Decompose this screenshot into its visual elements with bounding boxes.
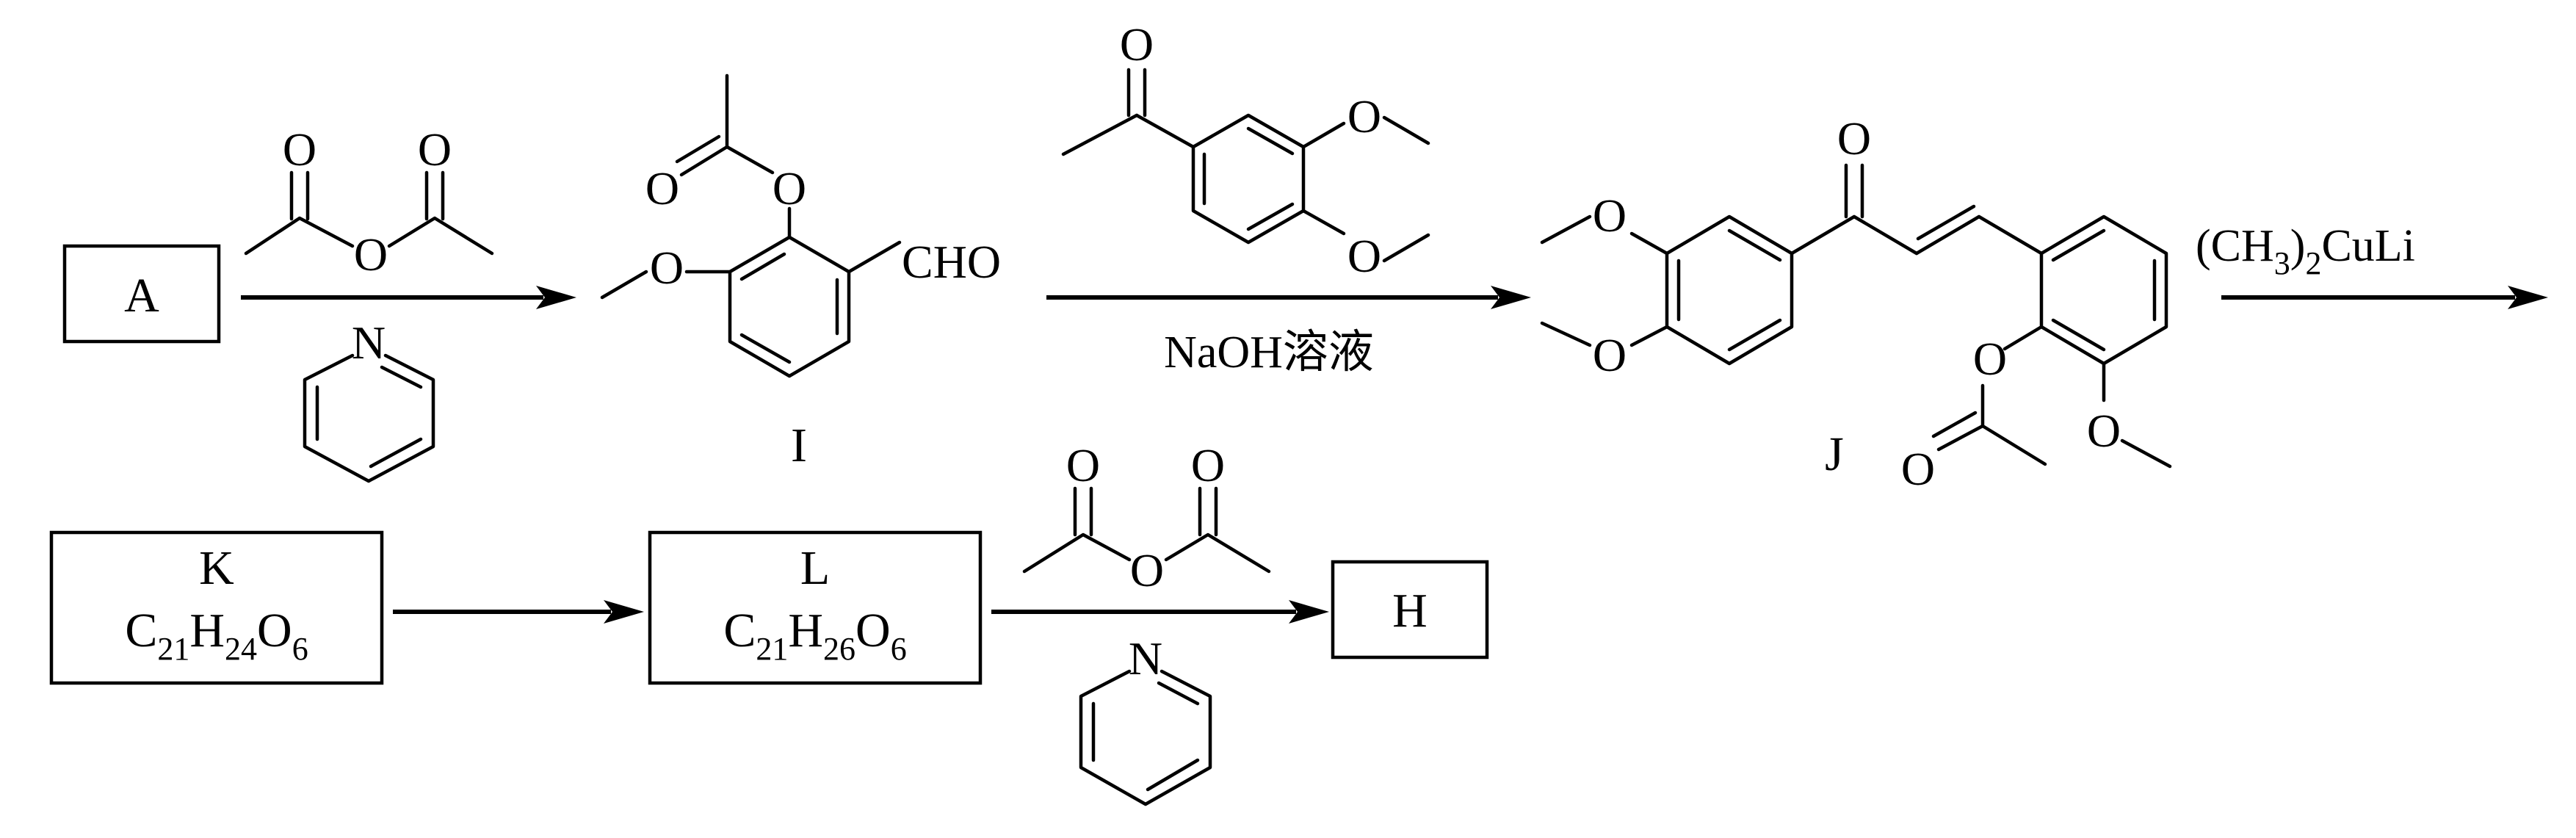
oxygen-atom: O [283,123,316,176]
compound-i-structure: O O O CHO I [600,73,1001,472]
oxygen-atom: O [1066,439,1100,491]
compound-k-box: K C21H24O6 [49,530,384,685]
nitrogen-atom: N [352,317,386,369]
naoh-solution-label: NaOH溶液 [1164,328,1374,378]
compound-l-label: L [800,541,830,595]
oxygen-atom: O [645,162,679,214]
oxygen-atom: O [1901,443,1935,495]
oxygen-atom: O [1593,329,1627,381]
oxygen-atom: O [354,228,388,281]
oxygen-atom: O [1347,230,1381,282]
compound-a-label: A [124,269,159,322]
dimethylcuprate-label: (CH3)2CuLi [2196,221,2415,281]
compound-h-box: H [1331,560,1489,660]
oxygen-atom: O [1593,189,1627,242]
compound-l-box: L C21H26O6 [648,530,983,685]
dimethoxyacetophenone-reagent: O O O [1061,18,1430,282]
compound-k-formula: C21H24O6 [125,604,308,667]
oxygen-atom: O [1837,112,1871,165]
acetic-anhydride-reagent-2: O O O [1022,439,1271,596]
oxygen-atom: O [1130,544,1164,596]
oxygen-atom: O [2087,405,2121,457]
oxygen-atom: O [1191,439,1225,491]
pyridine-reagent-1: N [303,317,435,483]
compound-i-label: I [791,419,807,472]
oxygen-atom: O [1347,90,1381,142]
acetic-anhydride-reagent-1: O O O [244,123,494,281]
arrow-k-to-l [393,600,644,624]
oxygen-atom: O [773,162,806,214]
compound-k-label: K [199,541,234,595]
oxygen-atom: O [1973,333,2007,385]
oxygen-atom: O [1120,18,1154,71]
aldehyde-group: CHO [902,236,1001,288]
arrow-l-to-h [991,600,1329,624]
compound-l-formula: C21H26O6 [723,604,906,667]
oxygen-atom: O [418,123,452,176]
compound-a-box: A [62,244,221,344]
compound-h-label: H [1392,584,1428,637]
compound-j-label: J [1825,427,1844,481]
compound-j-structure: O O O O O O J [1540,112,2172,495]
arrow-j-to-k [2221,286,2548,309]
arrow-i-to-j [1046,286,1531,309]
pyridine-reagent-2: N [1079,632,1212,806]
nitrogen-atom: N [1129,632,1162,685]
arrow-a-to-i [241,286,576,309]
oxygen-atom: O [650,242,684,294]
